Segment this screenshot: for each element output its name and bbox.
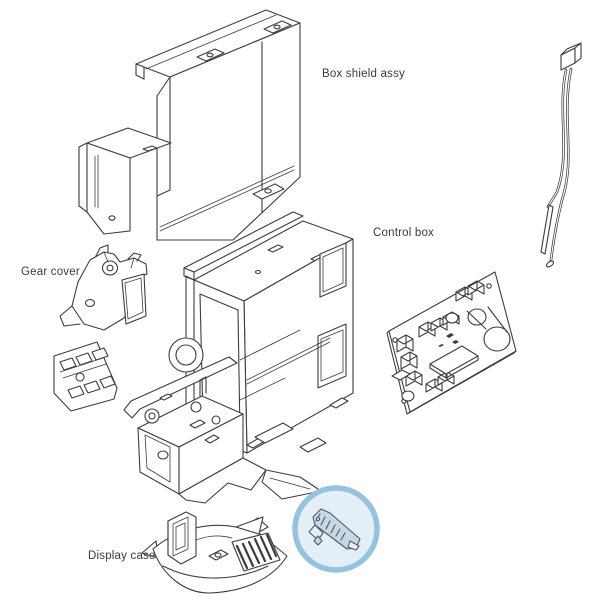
circuit-board-drawing xyxy=(386,271,517,415)
display-case-drawing xyxy=(141,511,288,594)
line-art xyxy=(53,9,582,594)
terminal-block-drawing xyxy=(53,341,118,412)
label-display-case: Display case xyxy=(88,550,156,562)
label-control-box: Control box xyxy=(373,227,435,239)
gear-cover-drawing xyxy=(59,244,148,331)
label-box-shield-assy: Box shield assy xyxy=(322,68,405,80)
box-shield-assy-drawing xyxy=(78,9,301,241)
latch-part-drawing xyxy=(308,508,361,551)
thermistor-cable-drawing xyxy=(540,42,582,268)
highlighted-part[interactable] xyxy=(292,485,380,573)
label-gear-cover: Gear cover xyxy=(21,266,80,278)
